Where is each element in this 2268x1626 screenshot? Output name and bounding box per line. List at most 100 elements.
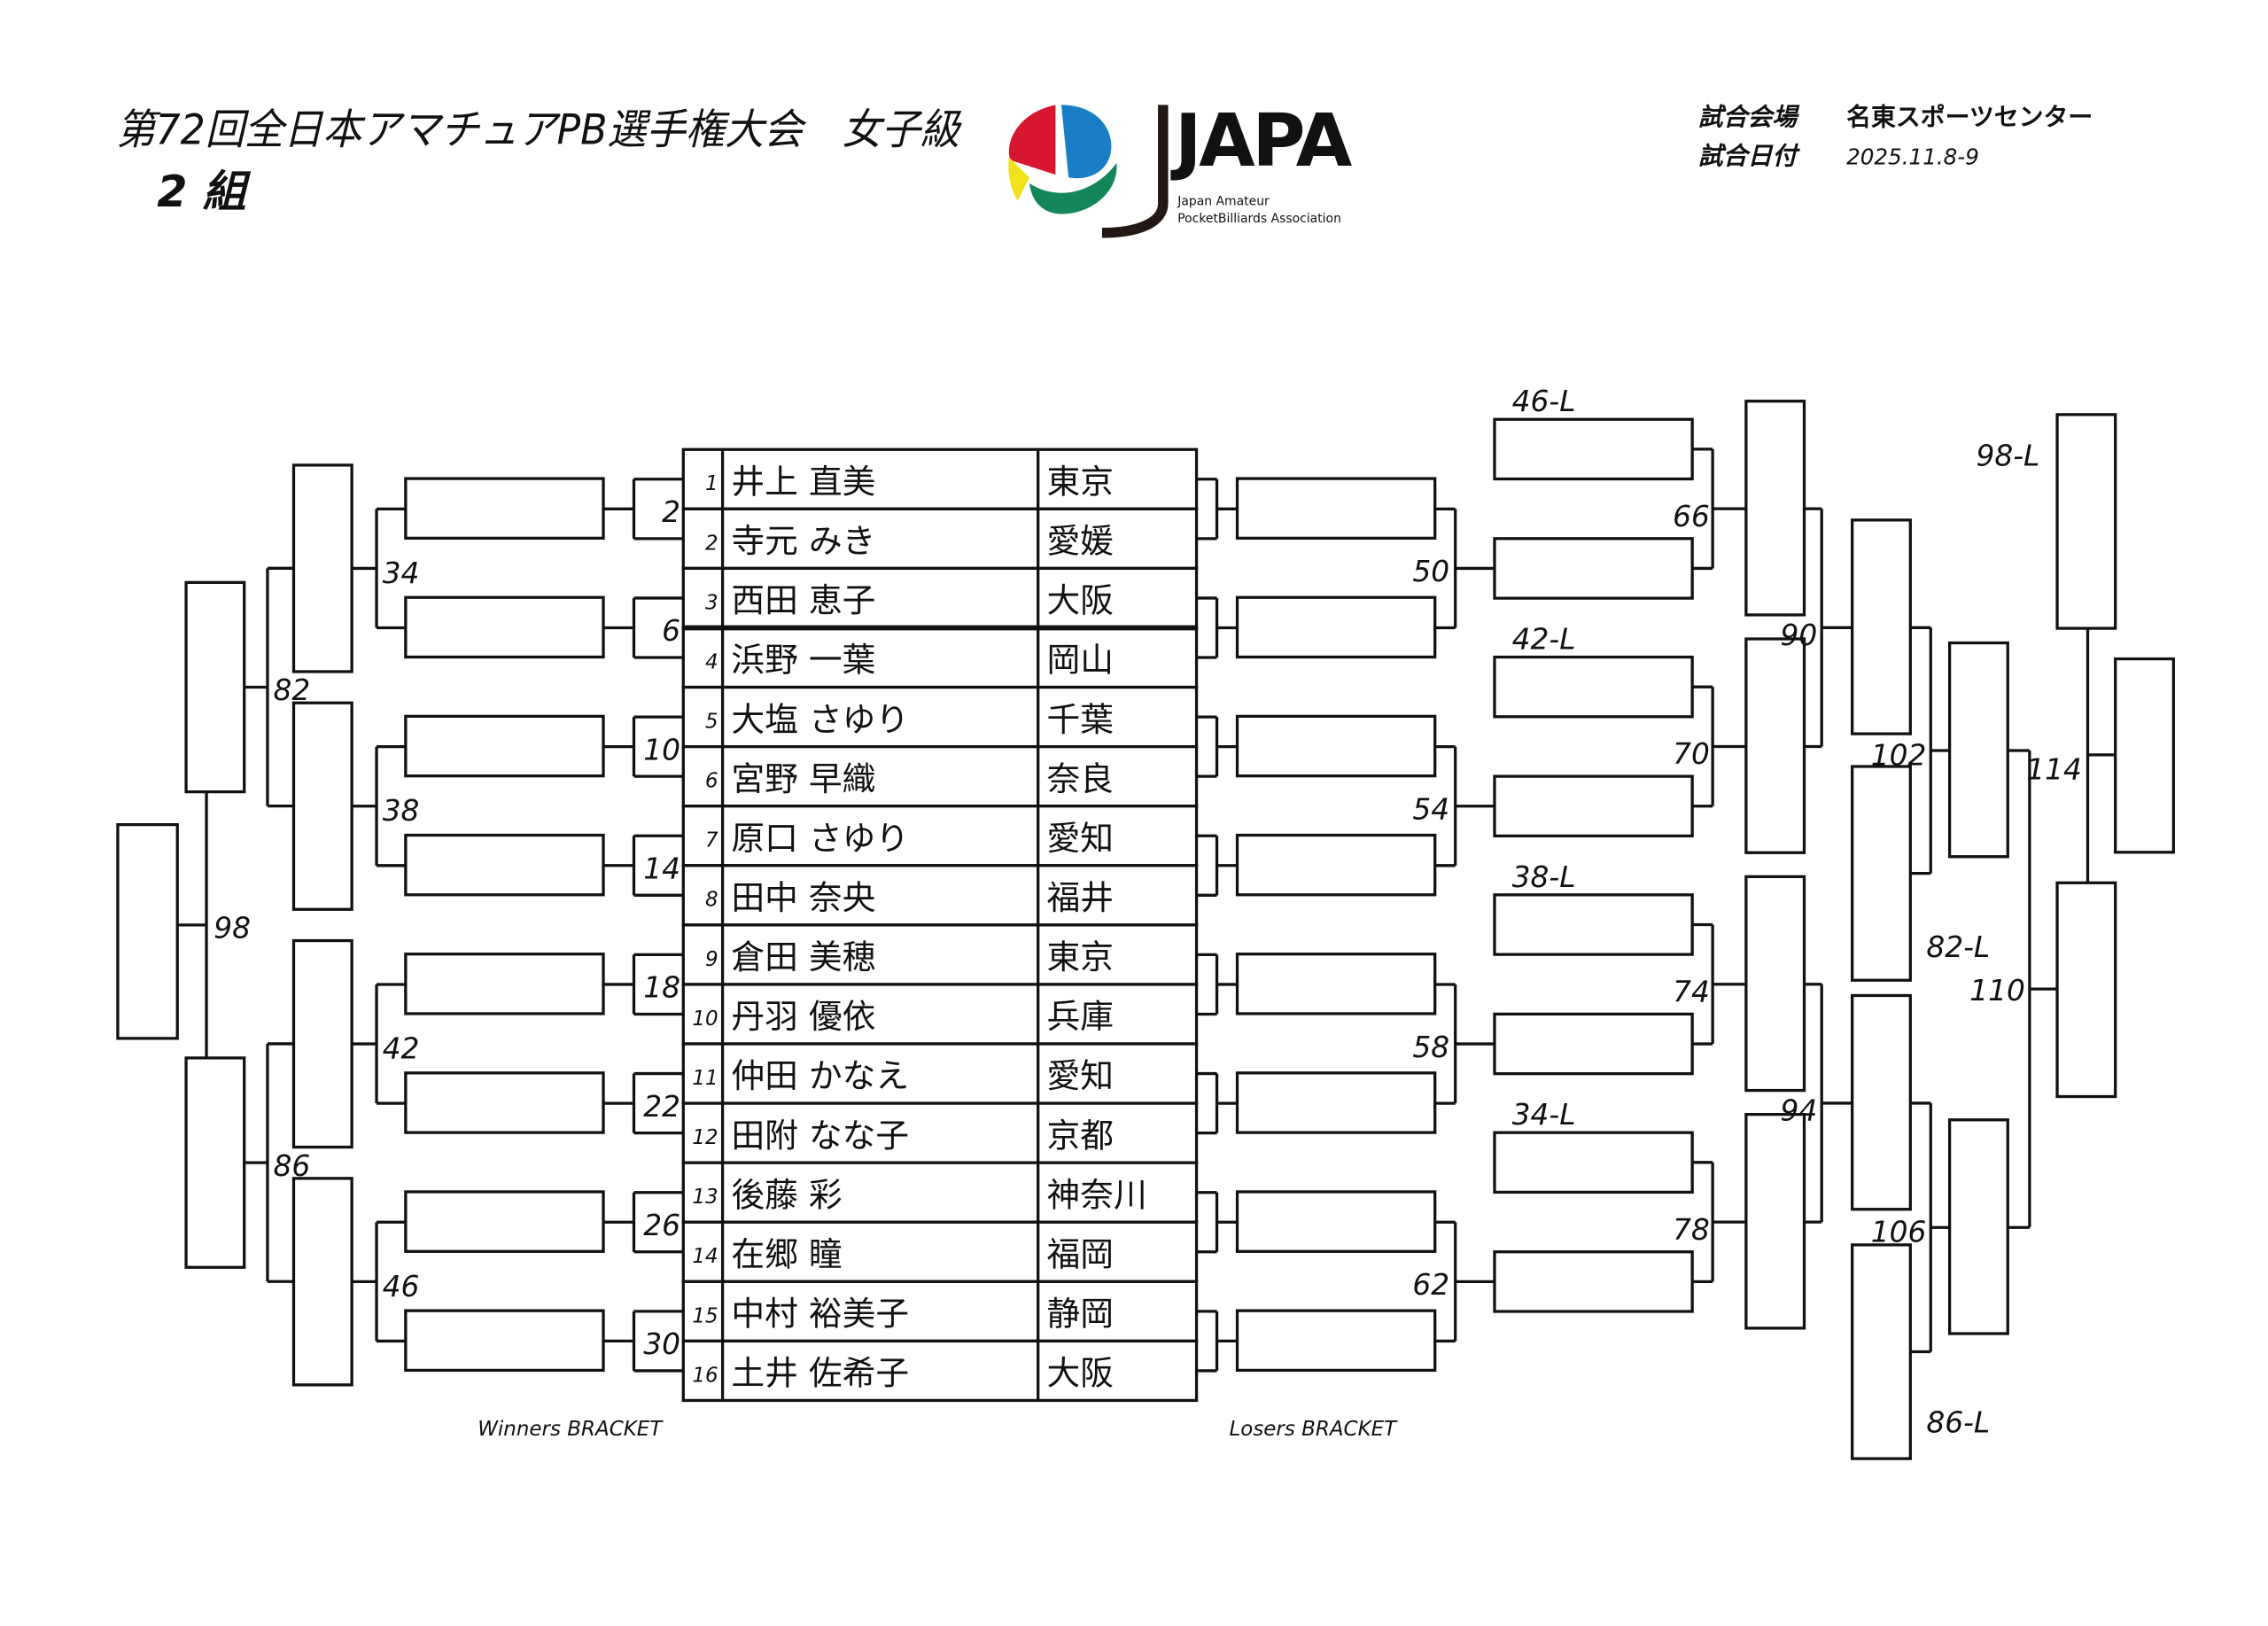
- match-number: 14: [643, 852, 680, 886]
- result-box[interactable]: [184, 1056, 246, 1269]
- result-box[interactable]: [291, 463, 353, 673]
- result-box[interactable]: [184, 580, 246, 794]
- result-box[interactable]: [1235, 714, 1437, 778]
- result-box[interactable]: [404, 1309, 605, 1373]
- player-prefecture: 愛知: [1047, 1056, 1114, 1095]
- player-number: 7: [705, 829, 718, 852]
- player-row-cell: [681, 923, 1199, 986]
- result-box[interactable]: [404, 1190, 605, 1253]
- result-box[interactable]: [1235, 477, 1437, 540]
- player-number: 9: [705, 948, 718, 971]
- player-number: 5: [705, 711, 718, 734]
- match-number: 82: [274, 673, 311, 707]
- result-box[interactable]: [1235, 1190, 1437, 1253]
- date-label: 試合日付: [1698, 142, 1801, 171]
- drop-in-label: 46-L: [1512, 385, 1576, 418]
- result-box[interactable]: [1493, 537, 1694, 600]
- drop-in-box[interactable]: [1493, 1131, 1694, 1194]
- result-box[interactable]: [1744, 1113, 1806, 1330]
- result-box[interactable]: [1235, 595, 1437, 659]
- losers-bracket: 5046-L665442-L705838-L746234-L78909482-L…: [1196, 385, 2175, 1460]
- drop-in-box[interactable]: [1493, 655, 1694, 719]
- player-number: 3: [705, 591, 718, 614]
- winners-bracket-label: Winners BRACKET: [478, 1418, 664, 1441]
- drop-in-label: 38-L: [1512, 860, 1576, 894]
- result-box[interactable]: [2055, 881, 2117, 1099]
- result-box[interactable]: [1744, 875, 1806, 1093]
- result-box[interactable]: [1493, 774, 1694, 838]
- player-number: 13: [692, 1186, 718, 1209]
- result-box[interactable]: [1235, 1071, 1437, 1134]
- player-number: 10: [692, 1007, 718, 1031]
- player-number: 15: [692, 1304, 718, 1327]
- player-name: 原口 さゆり: [731, 819, 909, 858]
- result-box[interactable]: [1947, 641, 2009, 859]
- logo-line2: PocketBilliards Association: [1177, 212, 1341, 226]
- result-box[interactable]: [1744, 637, 1806, 854]
- result-box[interactable]: [404, 714, 605, 778]
- player-prefecture: 静岡: [1047, 1295, 1114, 1334]
- drop-in-box[interactable]: [2055, 413, 2117, 630]
- match-number: 10: [643, 733, 680, 766]
- match-number: 66: [1673, 500, 1710, 533]
- player-number: 8: [705, 889, 718, 912]
- player-prefecture: 大阪: [1047, 1354, 1114, 1393]
- player-row-cell: [681, 1161, 1199, 1224]
- losers-bracket-label: Losers BRACKET: [1229, 1418, 1398, 1441]
- player-prefecture: 岡山: [1047, 641, 1114, 680]
- match-number: 78: [1673, 1213, 1710, 1247]
- player-prefecture: 神奈川: [1047, 1175, 1147, 1214]
- venue-label: 試合会場: [1698, 102, 1801, 131]
- player-prefecture: 東京: [1047, 462, 1114, 501]
- drop-in-box[interactable]: [1493, 417, 1694, 481]
- result-box[interactable]: [1235, 1309, 1437, 1373]
- match-number: 74: [1673, 975, 1710, 1008]
- drop-in-box[interactable]: [1493, 893, 1694, 956]
- match-number: 30: [643, 1327, 680, 1361]
- player-row-cell: [681, 566, 1199, 630]
- player-prefecture: 大阪: [1047, 581, 1114, 620]
- drop-in-box[interactable]: [1851, 765, 1912, 982]
- drop-in-box[interactable]: [1851, 1243, 1912, 1460]
- player-name: 倉田 美穂: [731, 937, 875, 976]
- result-box[interactable]: [404, 1071, 605, 1134]
- result-box[interactable]: [404, 595, 605, 659]
- match-number: 2: [662, 495, 680, 529]
- result-box[interactable]: [1851, 993, 1912, 1211]
- tournament-title: 第72回全日本アマチュアPB選手権大会 女子級: [116, 106, 962, 155]
- player-number: 6: [705, 770, 718, 793]
- result-box[interactable]: [404, 833, 605, 897]
- result-box[interactable]: [404, 477, 605, 540]
- result-box[interactable]: [1744, 400, 1806, 617]
- player-name: 西田 恵子: [731, 581, 875, 620]
- match-number: 70: [1673, 737, 1710, 771]
- result-box[interactable]: [291, 938, 353, 1149]
- result-box[interactable]: [1235, 833, 1437, 897]
- result-box[interactable]: [116, 822, 179, 1040]
- result-box[interactable]: [291, 1177, 353, 1387]
- player-row: 3 西田 恵子 大阪: [681, 566, 1199, 630]
- result-box[interactable]: [291, 701, 353, 911]
- match-number: 54: [1412, 793, 1449, 827]
- result-box[interactable]: [1235, 953, 1437, 1015]
- result-box[interactable]: [1493, 1250, 1694, 1313]
- result-box[interactable]: [404, 953, 605, 1015]
- player-name: 後藤 彩: [731, 1175, 842, 1214]
- final-result-box[interactable]: [2114, 657, 2175, 854]
- result-box[interactable]: [1851, 518, 1912, 735]
- result-box[interactable]: [1947, 1118, 2009, 1335]
- player-name: 田中 奈央: [731, 878, 875, 917]
- drop-in-label: 82-L: [1926, 930, 1990, 964]
- match-number: 110: [1969, 974, 2025, 1007]
- result-box[interactable]: [1493, 1012, 1694, 1076]
- match-number: 90: [1781, 619, 1818, 652]
